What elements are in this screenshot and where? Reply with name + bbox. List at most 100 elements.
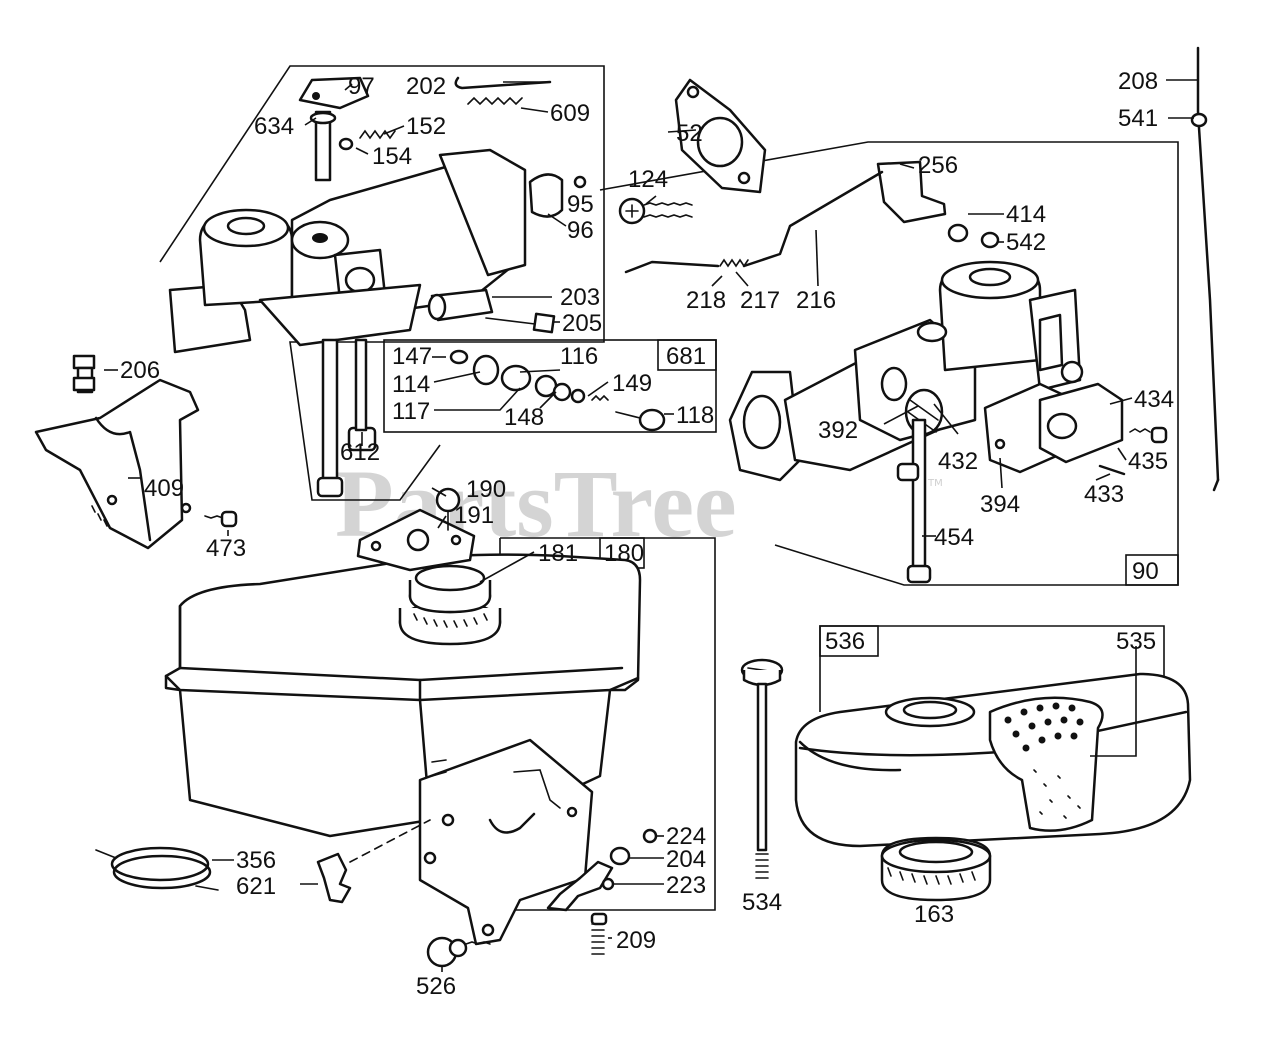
label-152: 152 bbox=[406, 113, 446, 140]
gasket-191 bbox=[356, 508, 476, 572]
spring-609 bbox=[467, 96, 523, 106]
nut-454 bbox=[896, 462, 920, 482]
tag-536-box bbox=[819, 625, 879, 657]
gasket-52 bbox=[674, 78, 767, 194]
label-256: 256 bbox=[918, 152, 958, 179]
label-394: 394 bbox=[980, 491, 1020, 518]
screw-435 bbox=[1129, 428, 1151, 433]
label-148: 148 bbox=[504, 404, 544, 431]
spring-542 bbox=[980, 231, 1000, 249]
part-labels: 97 202 609 634 152 154 52 124 95 96 208 … bbox=[120, 68, 1174, 1000]
label-535: 535 bbox=[1116, 628, 1156, 655]
label-209: 209 bbox=[616, 927, 656, 954]
label-52: 52 bbox=[676, 120, 703, 147]
ring-356 bbox=[95, 846, 219, 891]
tank-bracket-180 bbox=[418, 738, 594, 946]
screw-473 bbox=[204, 510, 238, 528]
washer-414 bbox=[947, 223, 969, 243]
label-356: 356 bbox=[236, 847, 276, 874]
air-cleaner-536 bbox=[794, 672, 1192, 848]
link-223 bbox=[546, 860, 614, 912]
screw-95 bbox=[573, 175, 587, 189]
carburetor-group-outline bbox=[159, 65, 605, 501]
pin-433 bbox=[1098, 464, 1126, 476]
label-409: 409 bbox=[144, 475, 184, 502]
fitting-206 bbox=[72, 354, 96, 394]
label-96: 96 bbox=[567, 217, 594, 244]
label-190: 190 bbox=[466, 476, 506, 503]
rod-216 bbox=[742, 170, 884, 268]
clip-621 bbox=[316, 852, 352, 904]
screw-154 bbox=[338, 137, 354, 151]
label-116: 116 bbox=[560, 343, 598, 370]
label-534: 534 bbox=[742, 889, 782, 916]
label-634: 634 bbox=[254, 113, 294, 140]
watermark-tm: TM bbox=[927, 478, 943, 489]
spring-152 bbox=[359, 129, 396, 140]
label-206: 206 bbox=[120, 357, 160, 384]
carburetor-right bbox=[728, 260, 1084, 482]
label-202: 202 bbox=[406, 73, 446, 100]
label-621: 621 bbox=[236, 873, 276, 900]
fuel-pipe-203 bbox=[427, 288, 494, 322]
adapter-163 bbox=[880, 836, 992, 902]
dipstick-208 bbox=[1190, 46, 1220, 492]
label-609: 609 bbox=[550, 100, 590, 127]
cover-434 bbox=[1038, 382, 1124, 464]
leader-lines bbox=[104, 79, 1198, 972]
spring-209 bbox=[591, 923, 605, 955]
label-536: 536 bbox=[825, 628, 865, 655]
label-681: 681 bbox=[666, 343, 706, 370]
link-223-pivot bbox=[601, 877, 615, 891]
tag-90-box bbox=[1125, 554, 1179, 586]
bolt-612 bbox=[316, 338, 344, 498]
label-208: 208 bbox=[1118, 68, 1158, 95]
bolt-454 bbox=[906, 418, 932, 584]
label-203: 203 bbox=[560, 284, 600, 311]
label-95: 95 bbox=[567, 191, 594, 218]
label-204: 204 bbox=[666, 846, 706, 873]
screw-435-head bbox=[1150, 426, 1168, 444]
label-526: 526 bbox=[416, 973, 456, 1000]
label-216: 216 bbox=[796, 287, 836, 314]
label-432: 432 bbox=[938, 448, 978, 475]
label-149: 149 bbox=[612, 370, 652, 397]
spring-217 bbox=[719, 258, 749, 268]
label-434: 434 bbox=[1134, 386, 1174, 413]
label-392: 392 bbox=[818, 417, 858, 444]
label-97: 97 bbox=[348, 73, 375, 100]
label-218: 218 bbox=[686, 287, 726, 314]
label-117: 117 bbox=[392, 398, 430, 425]
label-435: 435 bbox=[1128, 448, 1168, 475]
kit-681-tag bbox=[657, 339, 717, 371]
label-124: 124 bbox=[628, 166, 668, 193]
carburetor-left bbox=[168, 76, 527, 354]
label-205: 205 bbox=[562, 310, 602, 337]
label-433: 433 bbox=[1084, 481, 1124, 508]
spring-209-cap bbox=[590, 912, 608, 926]
screw-224 bbox=[642, 828, 658, 844]
kit-681-box bbox=[383, 339, 717, 433]
spacer-612 bbox=[354, 338, 368, 432]
choke-plate-96 bbox=[528, 173, 564, 218]
label-454: 454 bbox=[934, 524, 974, 551]
label-542: 542 bbox=[1006, 229, 1046, 256]
label-473: 473 bbox=[206, 535, 246, 562]
label-118: 118 bbox=[676, 402, 714, 429]
label-224: 224 bbox=[666, 823, 706, 850]
clip-621-dash bbox=[349, 819, 431, 863]
label-612: 612 bbox=[340, 439, 380, 466]
bolt-526 bbox=[426, 936, 491, 968]
label-154: 154 bbox=[372, 143, 412, 170]
label-414: 414 bbox=[1006, 201, 1046, 228]
label-114: 114 bbox=[392, 371, 430, 398]
label-147: 147 bbox=[392, 343, 432, 370]
screw-124 bbox=[618, 197, 693, 225]
label-191: 191 bbox=[454, 502, 494, 529]
bracket-409 bbox=[34, 378, 200, 550]
filter-element-535 bbox=[988, 696, 1104, 832]
alt-carburetor-group-outline bbox=[599, 141, 1179, 586]
link-218 bbox=[624, 260, 720, 274]
stud-534 bbox=[740, 658, 784, 879]
